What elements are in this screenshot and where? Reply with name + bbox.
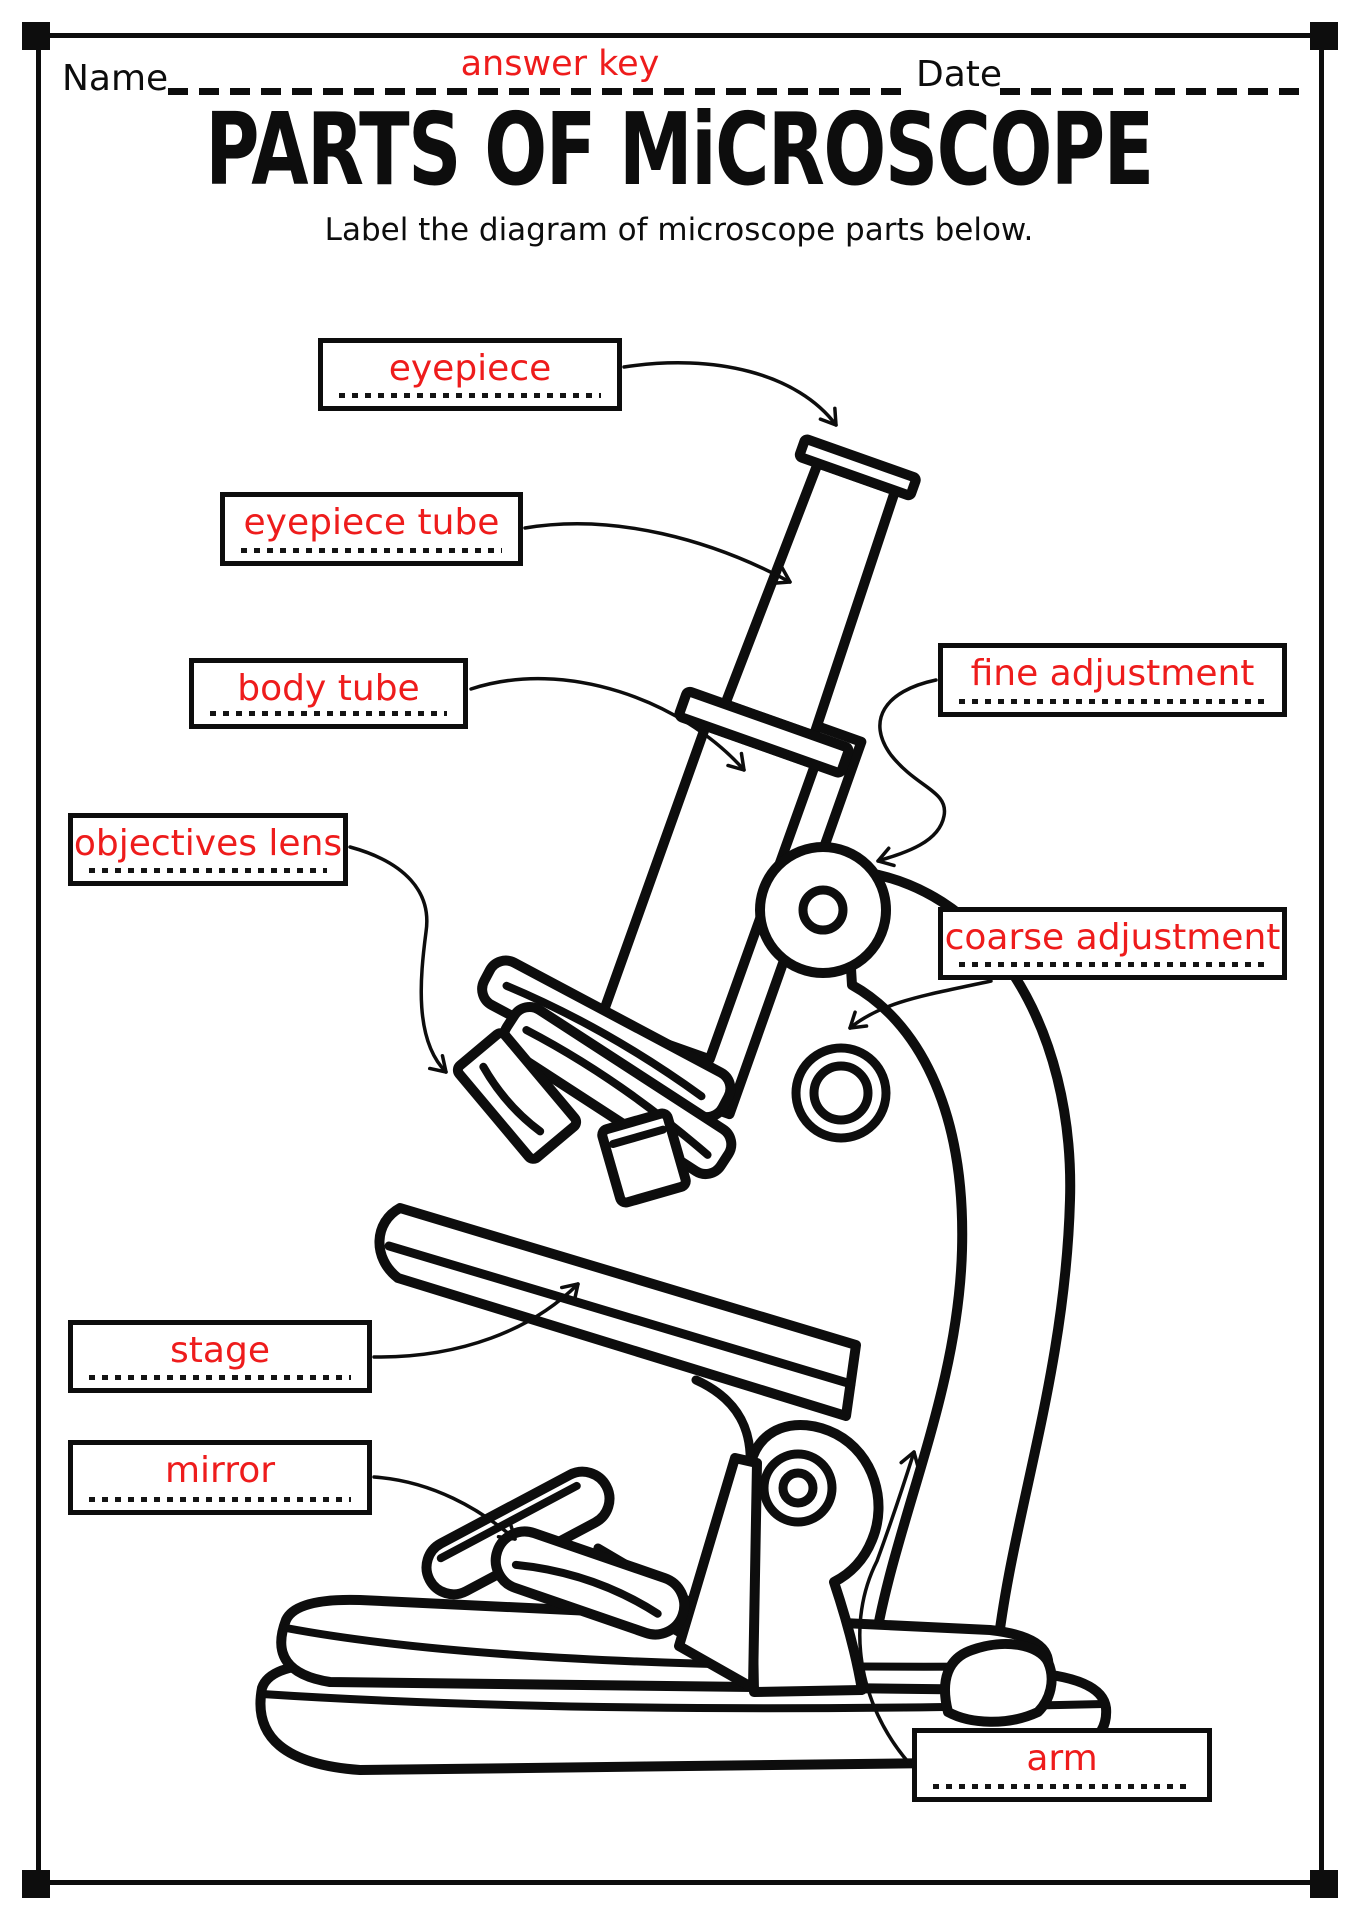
corner-square-bottom-right	[1310, 1870, 1338, 1898]
answer-text: body tube	[237, 668, 420, 709]
answer-blank-line	[933, 1784, 1191, 1789]
worksheet-subtitle: Label the diagram of microscope parts be…	[324, 212, 1034, 248]
answer-text: mirror	[164, 1450, 276, 1491]
page-border-frame	[36, 33, 1324, 1885]
answer-box-stage[interactable]: stage	[68, 1320, 372, 1393]
answer-text: eyepiece tube	[243, 502, 500, 543]
answer-blank-line	[210, 711, 447, 716]
answer-blank-line	[959, 962, 1266, 967]
date-blank-line[interactable]	[1000, 88, 1308, 95]
answer-box-mirror[interactable]: mirror	[68, 1440, 372, 1515]
answer-text: eyepiece	[388, 348, 552, 389]
answer-blank-line	[89, 868, 327, 873]
corner-square-top-left	[22, 22, 50, 50]
worksheet-title: PARTS OF MiCROSCOPE	[205, 91, 1154, 208]
name-label: Name	[62, 58, 169, 99]
answer-box-eyepiece[interactable]: eyepiece	[318, 338, 622, 411]
answer-blank-line	[89, 1375, 351, 1380]
answer-text: objectives lens	[73, 823, 343, 864]
corner-square-top-right	[1310, 22, 1338, 50]
answer-blank-line	[339, 393, 601, 398]
answer-text: fine adjustment	[970, 653, 1255, 694]
answer-text: coarse adjustment	[944, 917, 1281, 958]
answer-text: stage	[170, 1330, 270, 1371]
answer-box-coarse-adjustment[interactable]: coarse adjustment	[938, 907, 1287, 980]
answer-blank-line	[89, 1497, 351, 1502]
answer-box-fine-adjustment[interactable]: fine adjustment	[938, 643, 1287, 717]
answer-box-objectives-lens[interactable]: objectives lens	[68, 813, 348, 886]
answer-text: arm	[1026, 1738, 1098, 1779]
answer-box-arm[interactable]: arm	[912, 1728, 1212, 1802]
answer-blank-line	[959, 699, 1266, 704]
answer-key-text: answer key	[460, 44, 660, 84]
answer-box-eyepiece-tube[interactable]: eyepiece tube	[220, 492, 523, 566]
name-blank-line[interactable]	[168, 88, 912, 95]
answer-blank-line	[241, 548, 502, 553]
answer-box-body-tube[interactable]: body tube	[189, 658, 468, 729]
date-label: Date	[916, 54, 1003, 95]
corner-square-bottom-left	[22, 1870, 50, 1898]
